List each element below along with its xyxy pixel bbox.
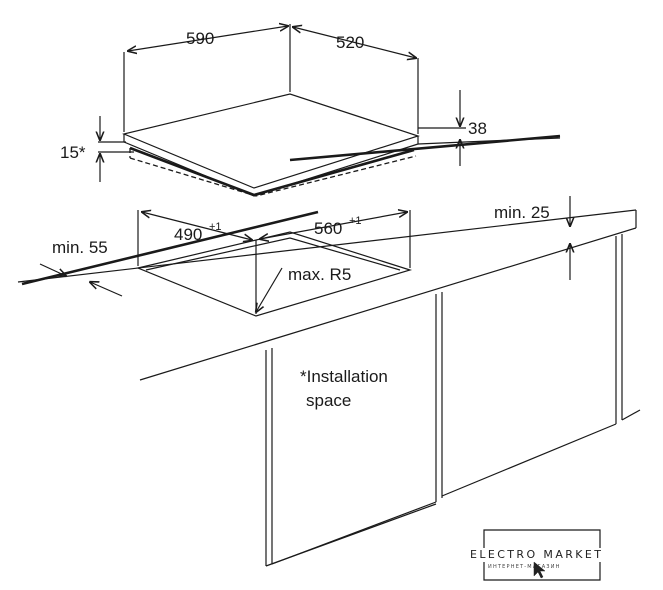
logo-frame	[483, 529, 601, 548]
label-front-margin: min. 55	[52, 238, 108, 257]
logo-brand-text: ELECTRO MARKET	[470, 548, 603, 561]
label-hob-width: 590	[186, 29, 214, 48]
label-hob-inset: 15*	[60, 143, 86, 162]
worktop-back-line-2	[417, 137, 561, 145]
label-cutout-width: 560	[314, 219, 342, 238]
label-corner-radius: max. R5	[288, 265, 351, 284]
worktop-top-edge	[17, 209, 637, 283]
cabinet-base-outer	[265, 503, 437, 567]
dim-hob-height: 38	[418, 90, 487, 166]
dim-hob-inset: 15*	[60, 116, 134, 182]
label-hob-height: 38	[468, 119, 487, 138]
dim-front-margin: min. 55	[39, 238, 123, 297]
dim-corner-radius: max. R5	[256, 265, 351, 312]
installation-note-line1: *Installation	[300, 367, 388, 386]
electro-market-logo: ELECTRO MARKET ИНТЕРНЕТ-МАГАЗИН	[470, 529, 603, 581]
cutout-outline	[136, 231, 413, 317]
hob-drawing	[122, 93, 420, 197]
logo-frame-bottom	[483, 562, 601, 581]
dim-cutout-width: 560 +1	[255, 210, 411, 314]
label-hob-depth: 520	[336, 33, 364, 52]
hob-top-surface	[122, 93, 420, 189]
label-cutout-width-tol: +1	[349, 215, 362, 227]
hob-front-edge	[123, 134, 419, 197]
label-cutout-depth: 490	[174, 225, 202, 244]
dim-hob-width: 590	[123, 24, 291, 132]
cursor-icon	[533, 561, 546, 579]
cabinet-base-far	[621, 409, 641, 421]
dim-wall-clearance: min. 25	[494, 196, 570, 280]
label-cutout-depth-tol: +1	[209, 221, 222, 233]
hob-bottom-dashed	[129, 155, 417, 197]
cabinet	[265, 234, 641, 567]
worktop-bottom-edge	[139, 227, 637, 381]
logo-tagline-text: ИНТЕРНЕТ-МАГАЗИН	[488, 564, 561, 570]
dim-cutout-depth: 490 +1	[137, 210, 252, 266]
dim-hob-depth: 520	[293, 27, 419, 134]
label-wall-clearance: min. 25	[494, 203, 550, 222]
installation-note-line2: space	[306, 391, 351, 410]
cabinet-base-right	[441, 423, 617, 497]
